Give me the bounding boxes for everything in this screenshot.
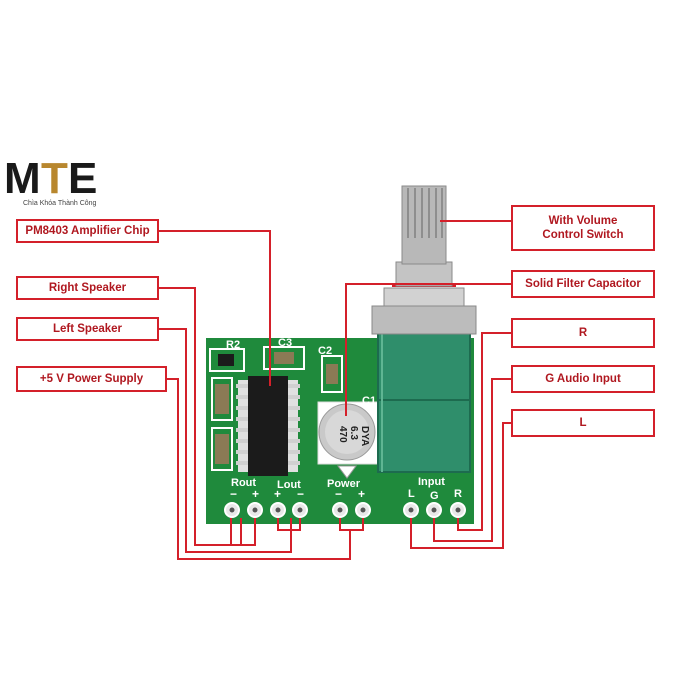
silk-input: Input [418, 476, 445, 488]
r2-component [218, 354, 234, 366]
silk-lout-minus: − [297, 487, 304, 501]
silk-in-l: L [408, 488, 415, 500]
silk-lout: Lout [277, 479, 301, 491]
label-volume-line1: With Volume [548, 215, 618, 227]
pad-holes [229, 507, 461, 513]
silk-r2: R2 [226, 339, 240, 351]
cap-marking-63: 6.3 [348, 426, 359, 440]
logo-tagline: Chìa Khóa Thành Công [23, 200, 97, 207]
leader-right-speaker-plus [241, 518, 256, 546]
side-footprint-1 [211, 377, 233, 421]
leader-g [433, 378, 512, 542]
label-volume-switch: With Volume Control Switch [511, 205, 655, 251]
leader-right-speaker [158, 287, 242, 546]
leader-amp-chip [158, 230, 271, 386]
label-l-input: L [511, 409, 655, 437]
r2-footprint [209, 348, 245, 372]
leader-left-speaker [158, 328, 292, 553]
logo-letter-m: M [4, 154, 41, 203]
logo-letter-e: E [68, 154, 98, 203]
label-right-speaker: Right Speaker [16, 276, 159, 300]
label-filter-capacitor: Solid Filter Capacitor [511, 270, 655, 298]
label-r-input: R [511, 318, 655, 348]
leader-filter-cap [345, 283, 512, 416]
silk-power: Power [327, 478, 361, 490]
silk-in-r: R [454, 488, 462, 500]
filter-capacitor: 470 6.3 DYA [317, 401, 381, 479]
label-g-audio-input: G Audio Input [511, 365, 655, 393]
label-power-supply: +5 V Power Supply [16, 366, 167, 392]
cap-marking-dya: DYA [359, 426, 370, 446]
volume-potentiometer [371, 185, 477, 473]
callout-lines [158, 220, 512, 560]
silk-c2: C2 [318, 345, 332, 357]
silk-lout-plus: + [274, 487, 281, 501]
silk-rout-plus: + [252, 487, 259, 501]
silk-c1: C1 [362, 395, 376, 407]
label-volume-line2: Control Switch [542, 229, 624, 241]
leader-l [410, 422, 512, 549]
c2-component [326, 364, 338, 384]
logo-letter-t: T [41, 154, 68, 203]
leader-r [457, 332, 512, 531]
cap-marking-470: 470 [337, 426, 348, 443]
side-component-1 [215, 384, 229, 414]
silk-power-plus: + [358, 487, 365, 501]
silk-rout: Rout [231, 477, 256, 489]
silk-in-g: G [430, 490, 439, 502]
side-footprint-2 [211, 427, 233, 471]
silk-c3: C3 [278, 337, 292, 349]
c3-footprint [263, 346, 305, 370]
silk-power-minus: − [335, 487, 342, 501]
silk-rout-minus: − [230, 487, 237, 501]
c3-component [274, 352, 294, 364]
leader-power [167, 378, 351, 560]
c2-footprint [321, 355, 343, 393]
solder-pads [224, 502, 466, 518]
label-amp-chip: PM8403 Amplifier Chip [16, 219, 159, 243]
side-component-2 [215, 434, 229, 464]
label-left-speaker: Left Speaker [16, 317, 159, 341]
pm8403-chip [236, 376, 300, 476]
